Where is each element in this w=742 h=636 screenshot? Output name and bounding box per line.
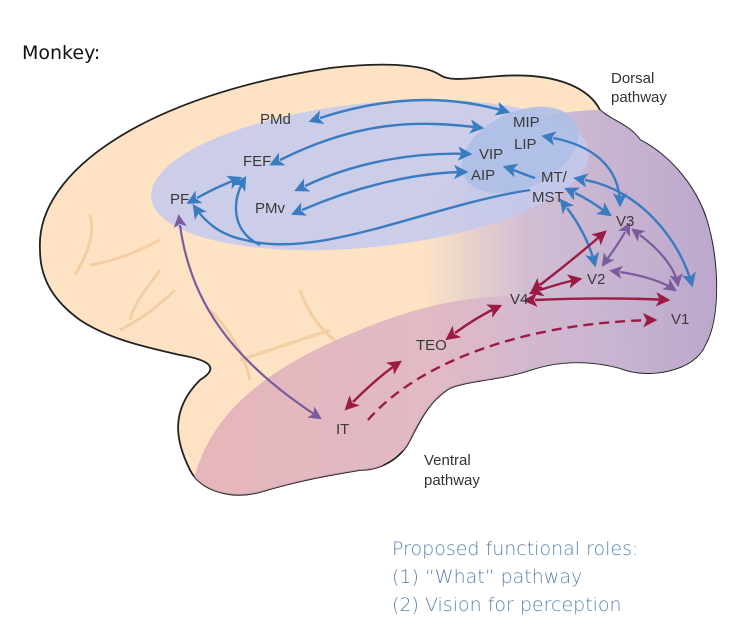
arrow-teo-v4 [445, 304, 503, 341]
label-pmd: PMd [260, 111, 291, 128]
caption-item: (2) Vision for perception [392, 594, 622, 616]
arrow-pmd-mip [308, 98, 511, 125]
label-teo: TEO [416, 337, 447, 354]
figure-title: Monkey: [22, 42, 101, 64]
ventral-arrows [344, 230, 671, 421]
label-pf: PF [170, 191, 189, 208]
cross-arrows [173, 214, 683, 420]
ventral-pathway-label-line2: pathway [424, 472, 480, 489]
arrow-mt-aip [502, 163, 536, 180]
arrow-v4-v1 [523, 292, 671, 308]
label-lip: LIP [514, 136, 537, 153]
arrow-v4-v2 [528, 274, 583, 297]
label-v2: V2 [587, 271, 605, 288]
arrow-it-v1-dashed [367, 312, 658, 421]
label-pmv: PMv [255, 200, 286, 217]
arrow-v2-v1 [609, 265, 677, 292]
ventral-pathway-label-line1: Ventral [424, 452, 471, 469]
label-v4: V4 [510, 291, 528, 308]
arrow-pmv-aip [290, 164, 469, 216]
label-it: IT [336, 421, 349, 438]
dorsal-pathway-label-line2: pathway [611, 89, 667, 106]
caption-item: (1) “What” pathway [392, 566, 583, 588]
label-v1: V1 [671, 311, 689, 328]
arrow-mt-v1 [573, 173, 696, 288]
label-fef: FEF [243, 153, 271, 170]
ventral-region [190, 296, 640, 495]
caption-heading: Proposed functional roles: [392, 538, 639, 560]
label-mip: MIP [513, 114, 540, 131]
label-mst: MST [532, 189, 564, 206]
arrow-it-teo [344, 360, 402, 411]
functional-roles-caption: Proposed functional roles: (1) “What” pa… [392, 535, 638, 619]
label-vip: VIP [479, 146, 503, 163]
dorsal-pathway-label-line1: Dorsal [611, 70, 654, 87]
label-aip: AIP [471, 167, 495, 184]
arrow-pf-it [173, 214, 322, 420]
label-mt: MT/ [541, 169, 568, 186]
label-v3: V3 [616, 213, 634, 230]
